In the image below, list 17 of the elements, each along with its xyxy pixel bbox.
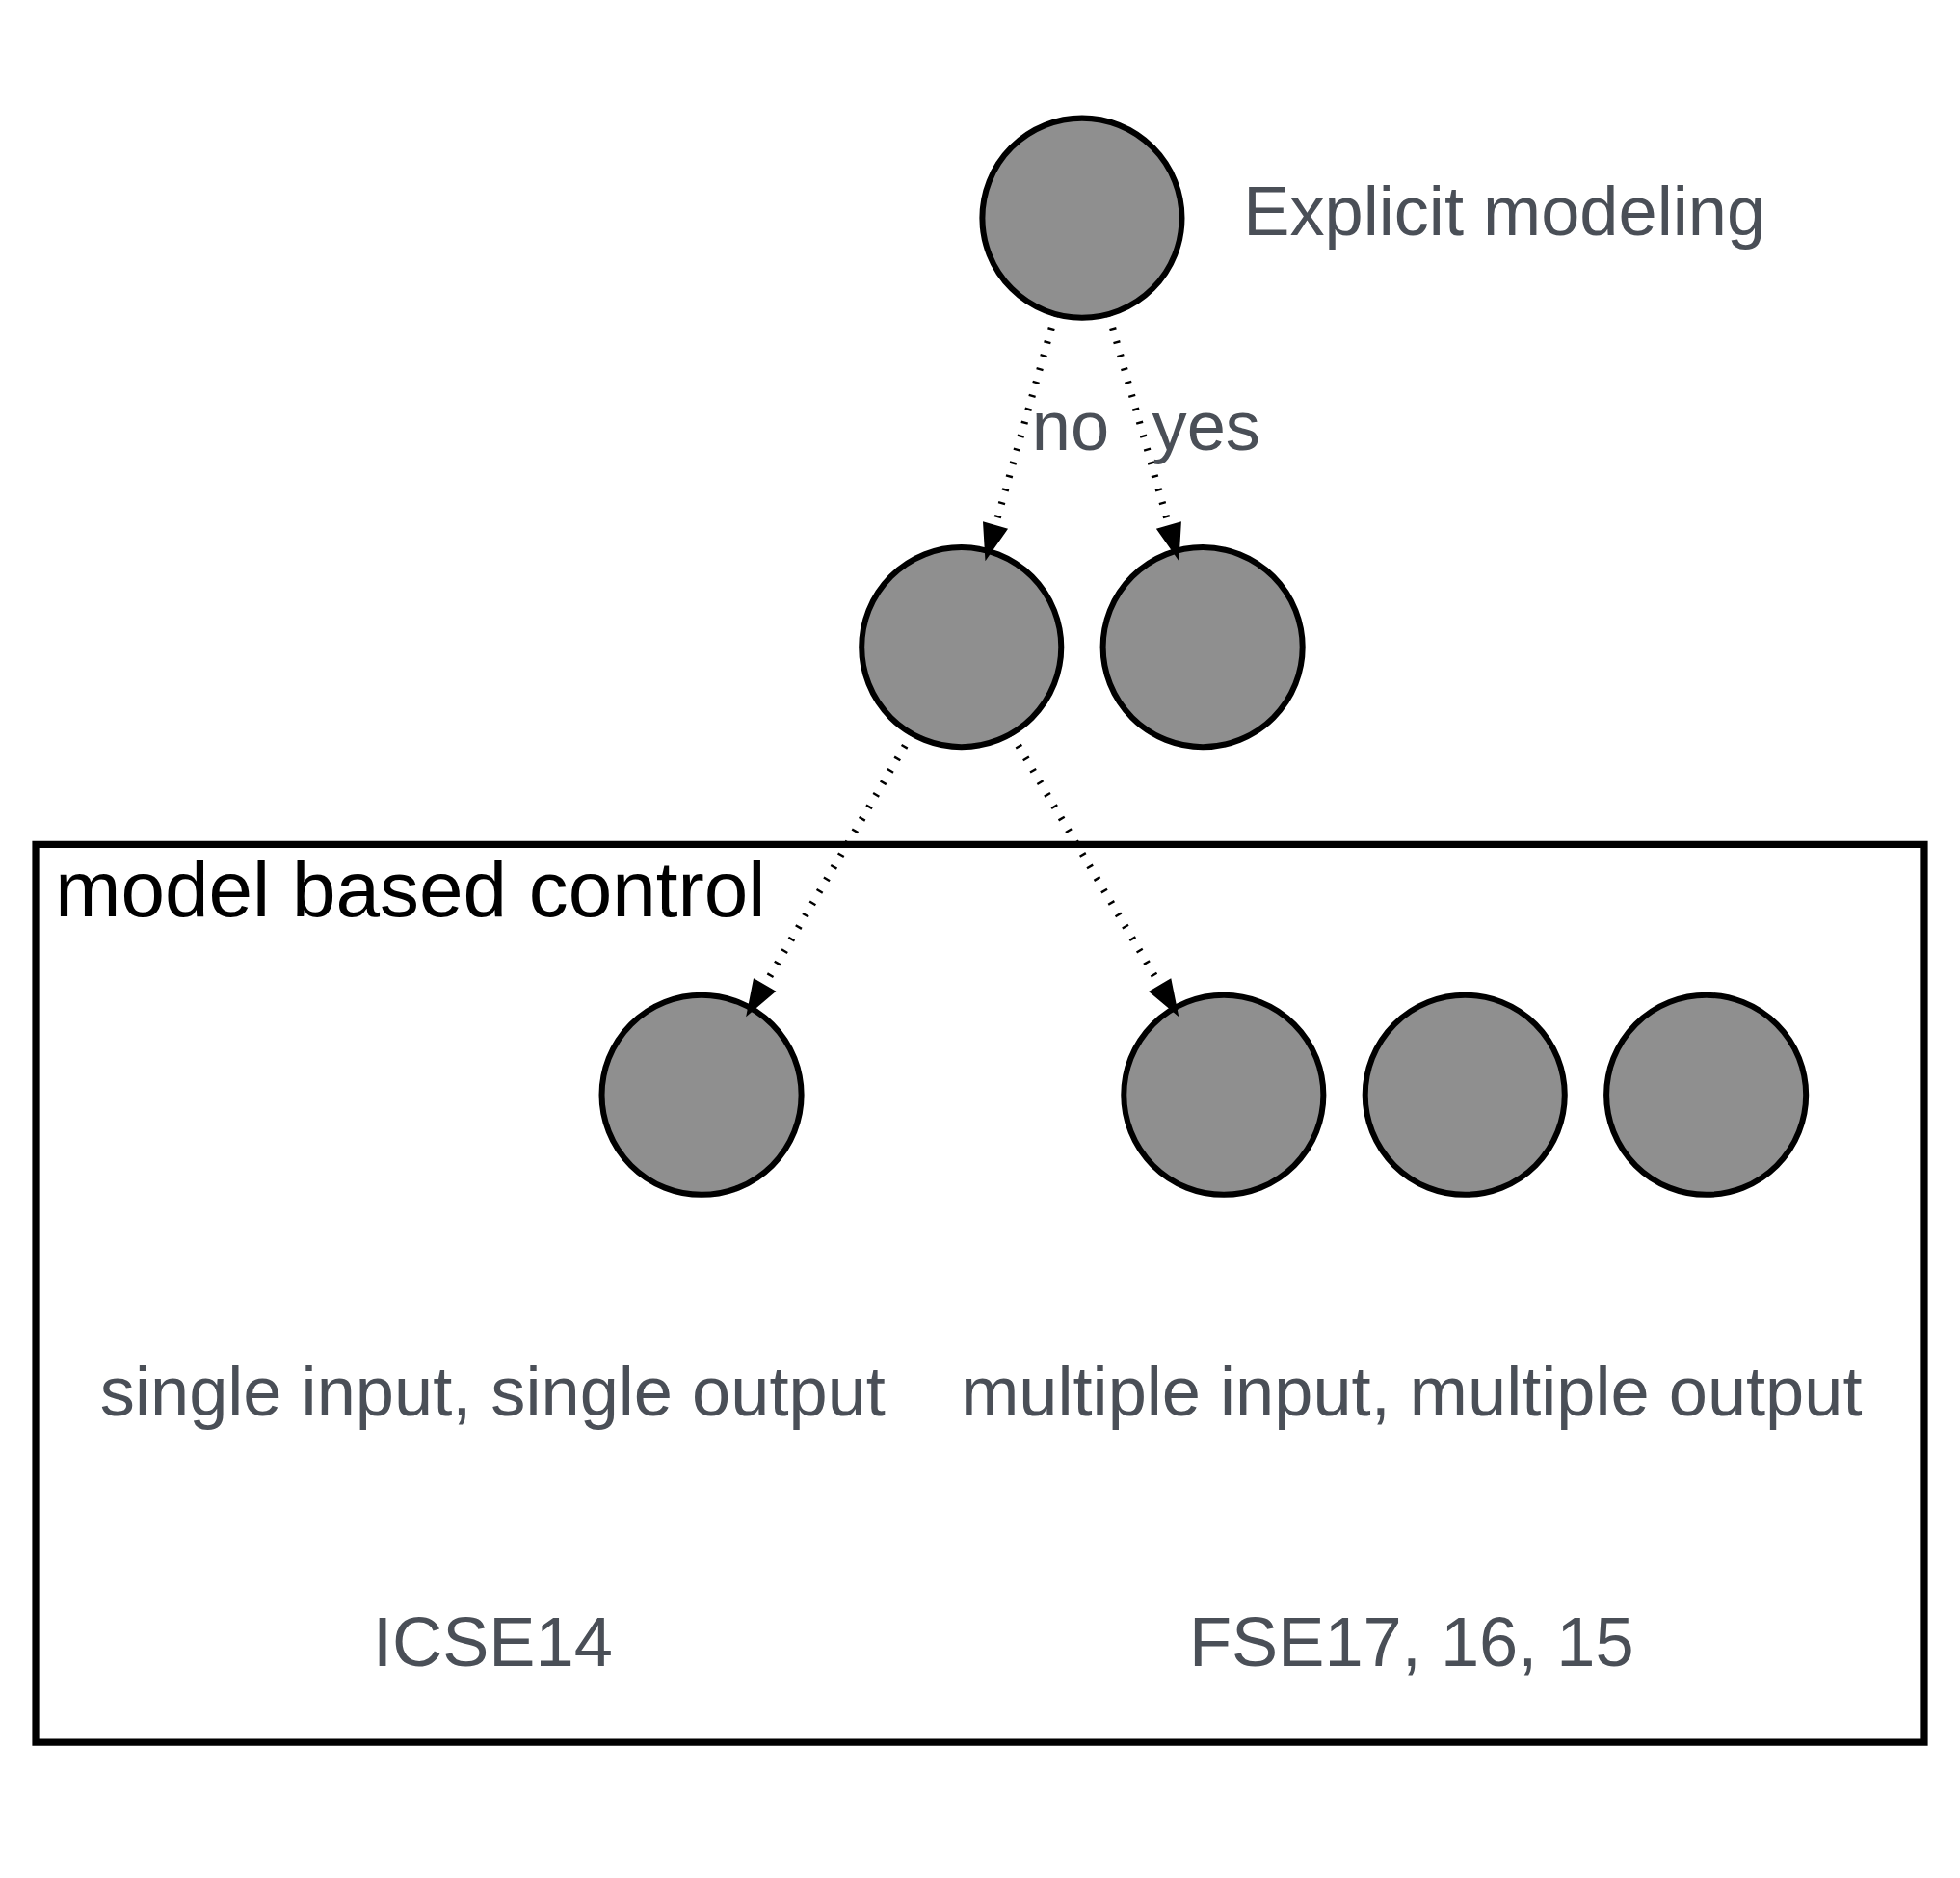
node-label: multiple input, multiple output: [961, 1352, 1863, 1430]
edge-label: no: [1031, 386, 1110, 464]
node-circle: [1099, 543, 1306, 750]
arrow: [983, 312, 1059, 561]
node-circle: [979, 115, 1185, 321]
node-circle: [1603, 992, 1810, 1198]
node-label: Explicit modeling: [1243, 172, 1766, 250]
node-label: single input, single output: [99, 1352, 886, 1430]
arrow: [1105, 312, 1181, 561]
arrow: [1008, 731, 1179, 1017]
node-circle: [1121, 992, 1327, 1198]
node-label: FSE17, 16, 15: [1189, 1602, 1634, 1680]
node-label: ICSE14: [372, 1602, 613, 1680]
node-circle: [1362, 992, 1568, 1198]
node-circle: [859, 543, 1065, 750]
edge-label: yes: [1152, 386, 1260, 464]
node-circle: [598, 992, 805, 1198]
